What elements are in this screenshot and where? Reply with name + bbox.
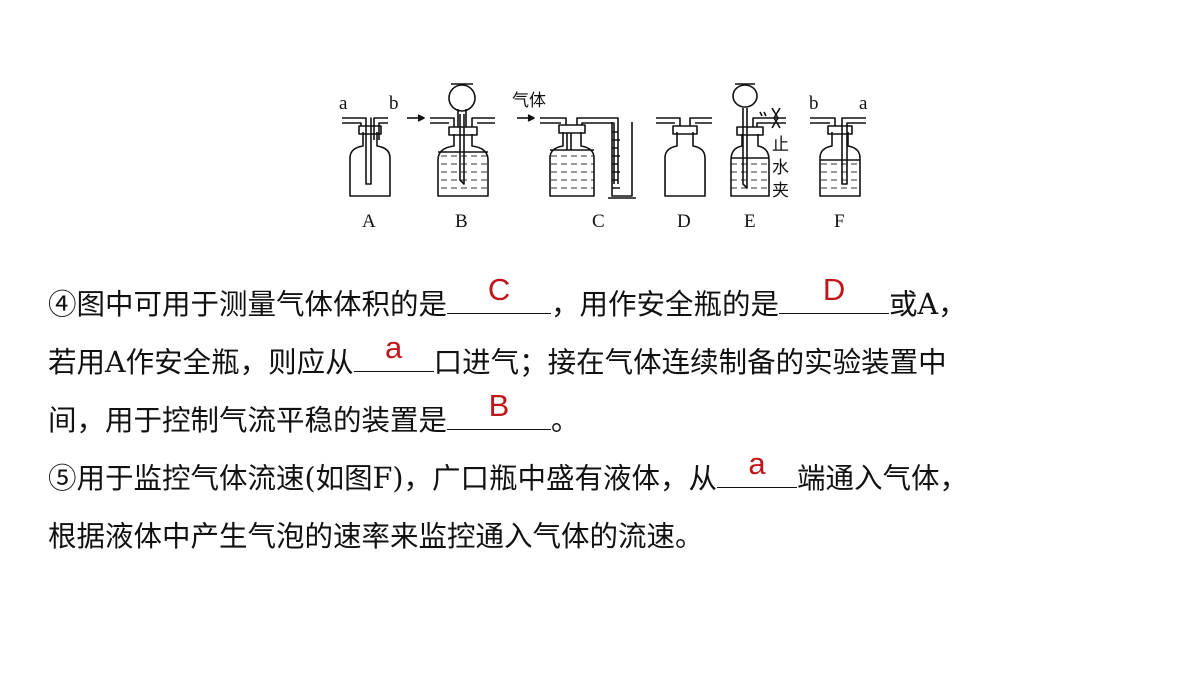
label-f: F xyxy=(834,211,845,232)
text-line-2: 若用A作安全瓶，则应从 a 口进气；接在气体连续制备的实验装置中 xyxy=(48,331,1178,392)
bottle-b xyxy=(430,83,495,197)
bottle-f xyxy=(810,117,866,197)
label-c: C xyxy=(592,211,605,232)
text-line-1: ④图中可用于测量气体体积的是 C ，用作安全瓶的是 D 或A， xyxy=(48,273,1178,334)
label-d: D xyxy=(677,211,691,232)
answer-blank-3: a xyxy=(353,331,434,372)
line1-part3: 或A， xyxy=(889,288,967,321)
gas-label: 气体 xyxy=(512,91,546,111)
answer-4: B xyxy=(488,388,510,423)
clip-label-2: 水 xyxy=(772,158,789,178)
answer-1: C xyxy=(487,272,511,307)
port-a-label-bottle-f: a xyxy=(859,93,868,114)
answer-5: a xyxy=(748,446,766,481)
bottle-c xyxy=(540,117,636,199)
bottle-d xyxy=(656,117,712,197)
apparatus-diagram: a b 气体 b a 止 水 夹 A B C D E F xyxy=(339,83,868,232)
line5-text: 根据液体中产生气泡的速率来监控通入气体的流速。 xyxy=(48,520,704,553)
clip-label-3: 夹 xyxy=(772,181,789,201)
line2-part1: 若用A作安全瓶，则应从 xyxy=(48,346,354,379)
text-line-3: 间，用于控制气流平稳的装置是 B 。 xyxy=(48,389,1178,450)
label-e: E xyxy=(744,211,756,232)
line4-part2: 端通入气体， xyxy=(797,462,969,495)
line1-part1: ④图中可用于测量气体体积的是 xyxy=(48,288,448,321)
bottle-e xyxy=(730,83,786,197)
text-line-4: ⑤用于监控气体流速(如图F)，广口瓶中盛有液体，从 a 端通入气体， xyxy=(48,447,1178,508)
arrow-into-b xyxy=(407,114,425,122)
port-b-label-bottle-a: b xyxy=(389,93,399,114)
line2-part2: 口进气；接在气体连续制备的实验装置中 xyxy=(433,346,947,379)
answer-2: D xyxy=(822,272,846,307)
answer-blank-2: D xyxy=(779,273,890,314)
answer-blank-4: B xyxy=(447,389,552,430)
clip-label-1: 止 xyxy=(772,135,789,155)
label-b: B xyxy=(455,211,468,232)
line1-part2: ，用作安全瓶的是 xyxy=(551,288,780,321)
question-text: ④图中可用于测量气体体积的是 C ，用作安全瓶的是 D 或A， 若用A作安全瓶，则应从 a… xyxy=(48,273,1178,566)
port-b-label-bottle-f: b xyxy=(809,93,819,114)
arrow-gas-into-c xyxy=(517,114,535,122)
bottle-a xyxy=(342,117,391,197)
line3-part2: 。 xyxy=(551,404,580,437)
port-a-label-bottle-a: a xyxy=(339,93,348,114)
line4-part1: ⑤用于监控气体流速(如图F)，广口瓶中盛有液体，从 xyxy=(48,462,718,495)
label-a: A xyxy=(362,211,376,232)
text-line-5: 根据液体中产生气泡的速率来监控通入气体的流速。 xyxy=(48,508,1178,566)
answer-blank-5: a xyxy=(717,447,798,488)
answer-blank-1: C xyxy=(447,273,552,314)
answer-3: a xyxy=(384,330,403,365)
line3-part1: 间，用于控制气流平稳的装置是 xyxy=(48,404,448,437)
